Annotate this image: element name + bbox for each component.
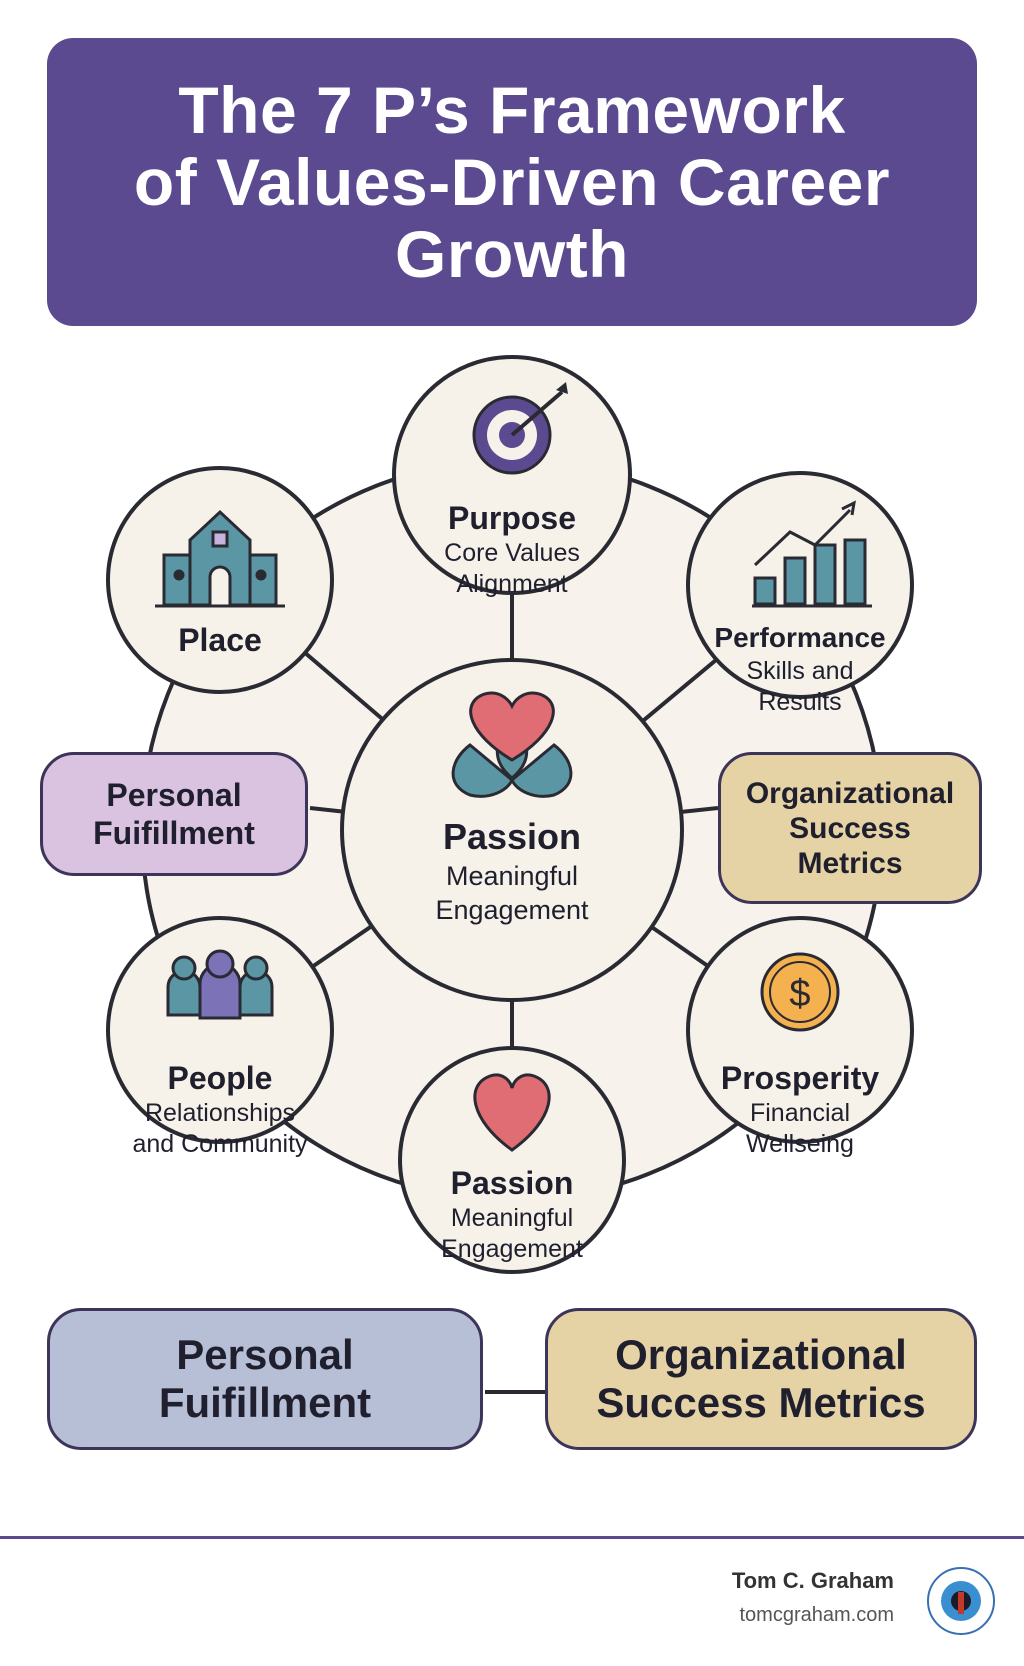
author-block: Tom C. Graham tomcgraham.com — [732, 1566, 894, 1630]
footer-divider — [0, 1536, 1024, 1539]
svg-text:$: $ — [789, 973, 810, 1015]
bar-chart-icon — [752, 500, 872, 608]
center-circle — [340, 658, 684, 1002]
node-center: Passion Meaningful Engagement — [435, 815, 588, 927]
target-icon — [472, 382, 568, 475]
performance-sub-2: Resuits — [758, 688, 842, 716]
bottom-left-line-1: Personal — [176, 1331, 354, 1378]
people-circle — [106, 916, 334, 1144]
bottom-right-line-1: Organizational — [615, 1331, 907, 1378]
bottom-left-line-2: Fuifillment — [158, 1379, 372, 1426]
node-purpose: Purpose Core Values Alignment — [444, 498, 580, 600]
building-icon — [155, 509, 285, 608]
purpose-title: Purpose — [447, 500, 577, 536]
passion-bottom-title: Passion — [450, 1165, 574, 1201]
title-line-1: The 7 P’s Framework — [178, 73, 846, 147]
author-url[interactable]: tomcgraham.com — [739, 1604, 895, 1626]
passion-bottom-sub-2: Engagement — [441, 1235, 583, 1263]
node-place: Place — [178, 620, 262, 660]
purpose-circle — [392, 355, 632, 595]
node-performance: Performance Skills and Resuits — [714, 620, 885, 718]
purpose-sub-2: Alignment — [456, 570, 568, 598]
heart-lotus-icon — [451, 691, 573, 798]
prosperity-title: Prosperity — [720, 1060, 880, 1096]
prosperity-sub-1: Financial — [749, 1099, 851, 1127]
side-label-organizational-success: Organizational Success Metrics — [718, 752, 982, 904]
place-title: Place — [178, 622, 262, 658]
purpose-sub-1: Core Values — [444, 539, 580, 567]
people-sub-1: Relationships — [144, 1099, 296, 1127]
prosperity-sub-2: Wellseing — [746, 1130, 854, 1158]
title-line-2: of Values-Driven Career — [133, 145, 891, 219]
performance-title: Performance — [714, 622, 886, 653]
dollar-coin-icon: $ — [760, 952, 840, 1032]
heart-icon — [473, 1073, 551, 1152]
side-right-line-2: Success — [789, 811, 911, 845]
side-left-line-2: Fuifillment — [93, 815, 255, 851]
node-prosperity: Prosperity Financial Wellseing — [721, 1058, 879, 1160]
bottom-right-line-2: Success Metrics — [596, 1379, 926, 1426]
bottom-box-personal-fulfillment: Personal Fuifillment — [47, 1308, 483, 1450]
center-sub-2: Engagement — [435, 895, 589, 925]
bottom-box-organizational-success: Organizational Success Metrics — [545, 1308, 977, 1450]
performance-sub-1: Skills and — [746, 657, 854, 685]
people-icon — [166, 949, 274, 1020]
author-name: Tom C. Graham — [731, 1568, 894, 1593]
people-title: People — [167, 1060, 273, 1096]
title-banner: The 7 P’s Framework of Values-Driven Car… — [47, 38, 977, 326]
passion-bottom-circle — [398, 1046, 626, 1274]
passion-bottom-sub-1: Meaningful — [450, 1204, 574, 1232]
side-right-line-3: Metrics — [797, 846, 903, 880]
people-sub-2: and Community — [132, 1130, 308, 1158]
side-label-personal-fulfillment: Personal Fuifillment — [40, 752, 308, 876]
center-title: Passion — [442, 816, 582, 857]
node-people: People Relationships and Community — [132, 1058, 307, 1160]
node-passion-bottom: Passion Meaningful Engagement — [441, 1163, 583, 1265]
frame-of-mind-logo — [927, 1567, 995, 1635]
side-left-line-1: Personal — [106, 777, 242, 813]
side-right-line-1: Organizational — [745, 776, 955, 810]
center-sub-1: Meaningful — [445, 861, 579, 891]
title-line-3: Growth — [395, 217, 629, 291]
